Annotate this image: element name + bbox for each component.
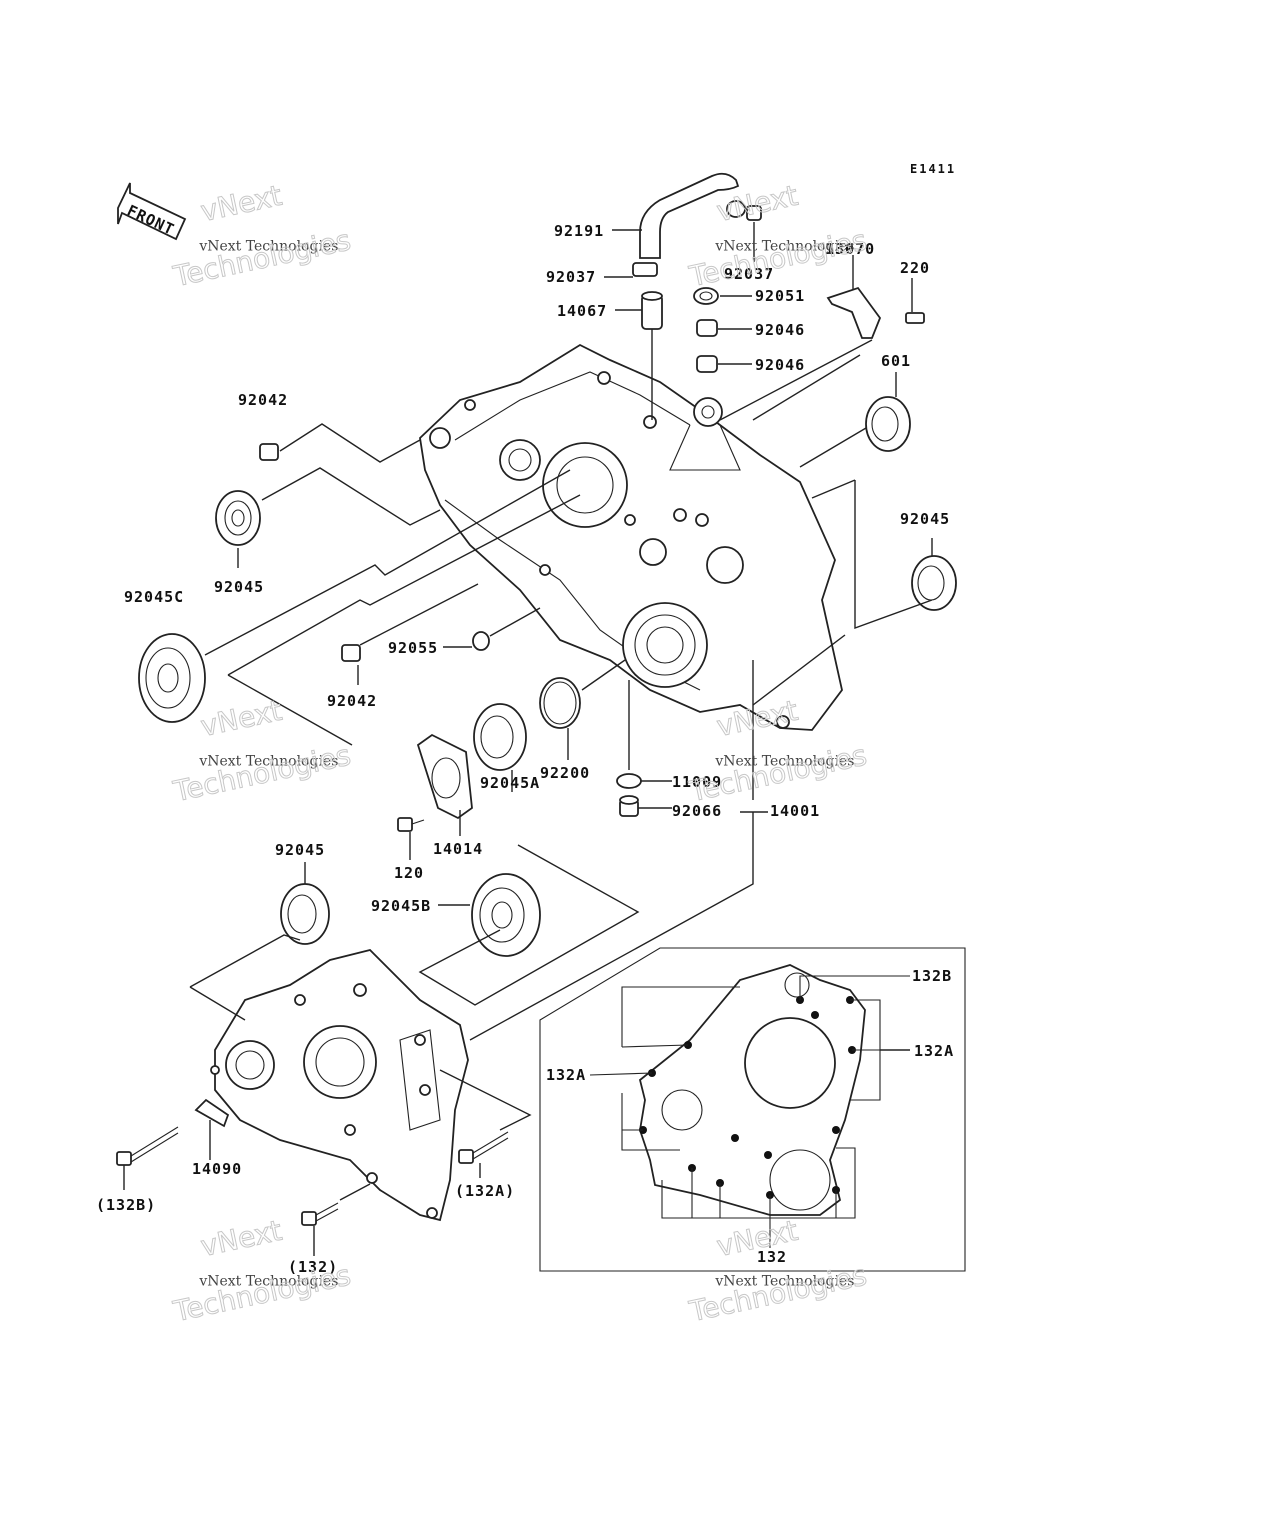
label-92037-a: 92037 [546,268,596,286]
svg-text:vNext Technologies: vNext Technologies [198,1274,338,1290]
dowel-pin-92042-upper [259,443,279,461]
label-92191: 92191 [554,222,604,240]
svg-text:vNext: vNext [198,179,285,228]
label-132A: (132A) [455,1182,515,1200]
washer-11009 [616,773,642,789]
breather-hose [639,172,746,259]
ball-bearing-92045C [138,633,206,723]
ball-bearing-92045-right [911,555,957,611]
svg-text:Technologies: Technologies [686,1258,870,1328]
hose-clamp [632,205,762,277]
label-14014: 14014 [433,840,483,858]
bearing-retainer-14014 [416,733,473,820]
label-132B: (132B) [96,1196,156,1214]
label-92042-upper: 92042 [238,391,288,409]
label-220: 220 [900,259,930,277]
label-132A-inset-right: 132A [914,1042,954,1060]
ball-bearing-92045-left [215,490,261,546]
label-92066: 92066 [672,802,722,820]
svg-text:vNext Technologies: vNext Technologies [714,1274,854,1290]
ball-bearing-92045A [473,703,527,771]
label-14001: 14001 [770,802,820,820]
svg-text:vNext Technologies: vNext Technologies [714,754,854,770]
label-132-inset: 132 [757,1248,787,1266]
bolt-132 [301,1202,339,1226]
label-13070: 13070 [825,240,875,258]
svg-text:Technologies: Technologies [170,1258,354,1328]
left-crankcase [210,949,469,1222]
bolt-132A [458,1131,509,1164]
label-92042-lower: 92042 [327,692,377,710]
bolt-hole-markers [639,996,856,1199]
label-92037-b: 92037 [724,265,774,283]
svg-text:Technologies: Technologies [170,223,354,293]
watermark-top-left: vNext vNext Technologies Technologies [169,178,354,294]
label-92200: 92200 [540,764,590,782]
breather-fitting [641,291,663,330]
svg-text:Technologies: Technologies [170,738,354,808]
label-132B-inset: 132B [912,967,952,985]
part-labels: 92191 92037 14067 92037 92051 92046 9204… [96,222,954,1276]
bolt-132B [116,1126,179,1166]
bolt-location-inset [539,947,966,1272]
plate-14090 [194,1098,230,1128]
drain-plug-92066 [619,795,639,817]
label-92046-a: 92046 [755,321,805,339]
label-92045-left: 92045 [214,578,264,596]
label-92051: 92051 [755,287,805,305]
watermark-bottom-left: vNext vNext Technologies Technologies [169,1213,354,1329]
o-ring-92200 [539,677,581,729]
ball-bearing-92045-lower [280,883,330,945]
svg-text:Technologies: Technologies [686,223,870,293]
label-11009: 11009 [672,773,722,791]
leader-lines [123,222,933,1256]
svg-text:vNext Technologies: vNext Technologies [198,754,338,770]
label-132: (132) [288,1258,338,1276]
svg-text:Technologies: Technologies [686,738,870,808]
bolt-220 [905,312,925,324]
oil-seal-92055 [472,631,490,651]
label-92045-right: 92045 [900,510,950,528]
label-14090: 14090 [192,1160,242,1178]
label-92046-b: 92046 [755,356,805,374]
dowel-pin-92042-lower [341,644,361,662]
label-92045A: 92045A [480,774,540,792]
label-14067: 14067 [557,302,607,320]
svg-text:vNext Technologies: vNext Technologies [714,239,854,255]
label-120: 120 [394,864,424,882]
needle-bearing [693,287,719,373]
label-92055: 92055 [388,639,438,657]
label-132A-inset-left: 132A [546,1066,586,1084]
front-arrow-icon: FRONT [117,182,187,241]
right-crankcase [419,343,843,731]
diagram-code: E1411 [910,162,956,176]
svg-text:vNext: vNext [198,694,285,743]
label-92045C: 92045C [124,588,184,606]
svg-text:vNext Technologies: vNext Technologies [198,239,338,255]
ball-bearing-601 [865,396,911,452]
ball-bearing-92045B [471,873,541,957]
bracket [826,286,882,339]
bolt-120 [397,817,425,832]
label-601: 601 [881,352,911,370]
label-92045B: 92045B [371,897,431,915]
label-92045-lower: 92045 [275,841,325,859]
svg-text:vNext: vNext [198,1214,285,1263]
